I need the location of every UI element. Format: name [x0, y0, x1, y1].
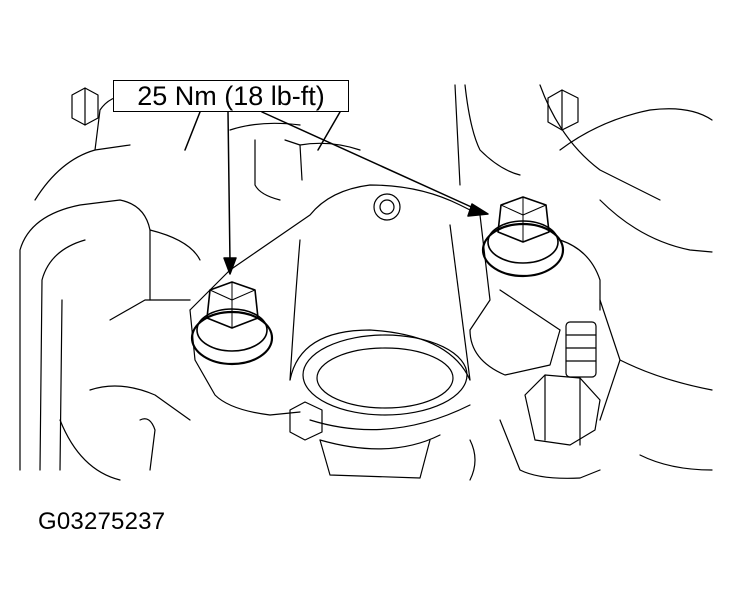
- right-flange-bolt-icon: [481, 196, 565, 278]
- torque-spec-callout: 25 Nm (18 lb-ft): [113, 80, 349, 112]
- figure-id-label: G03275237: [38, 508, 166, 535]
- thermostat-housing: [189, 184, 561, 450]
- engine-block-outline: [19, 84, 713, 481]
- background-fittings: [71, 87, 601, 446]
- left-flange-bolt-icon: [190, 281, 274, 366]
- torque-leader-arrows: [184, 111, 489, 275]
